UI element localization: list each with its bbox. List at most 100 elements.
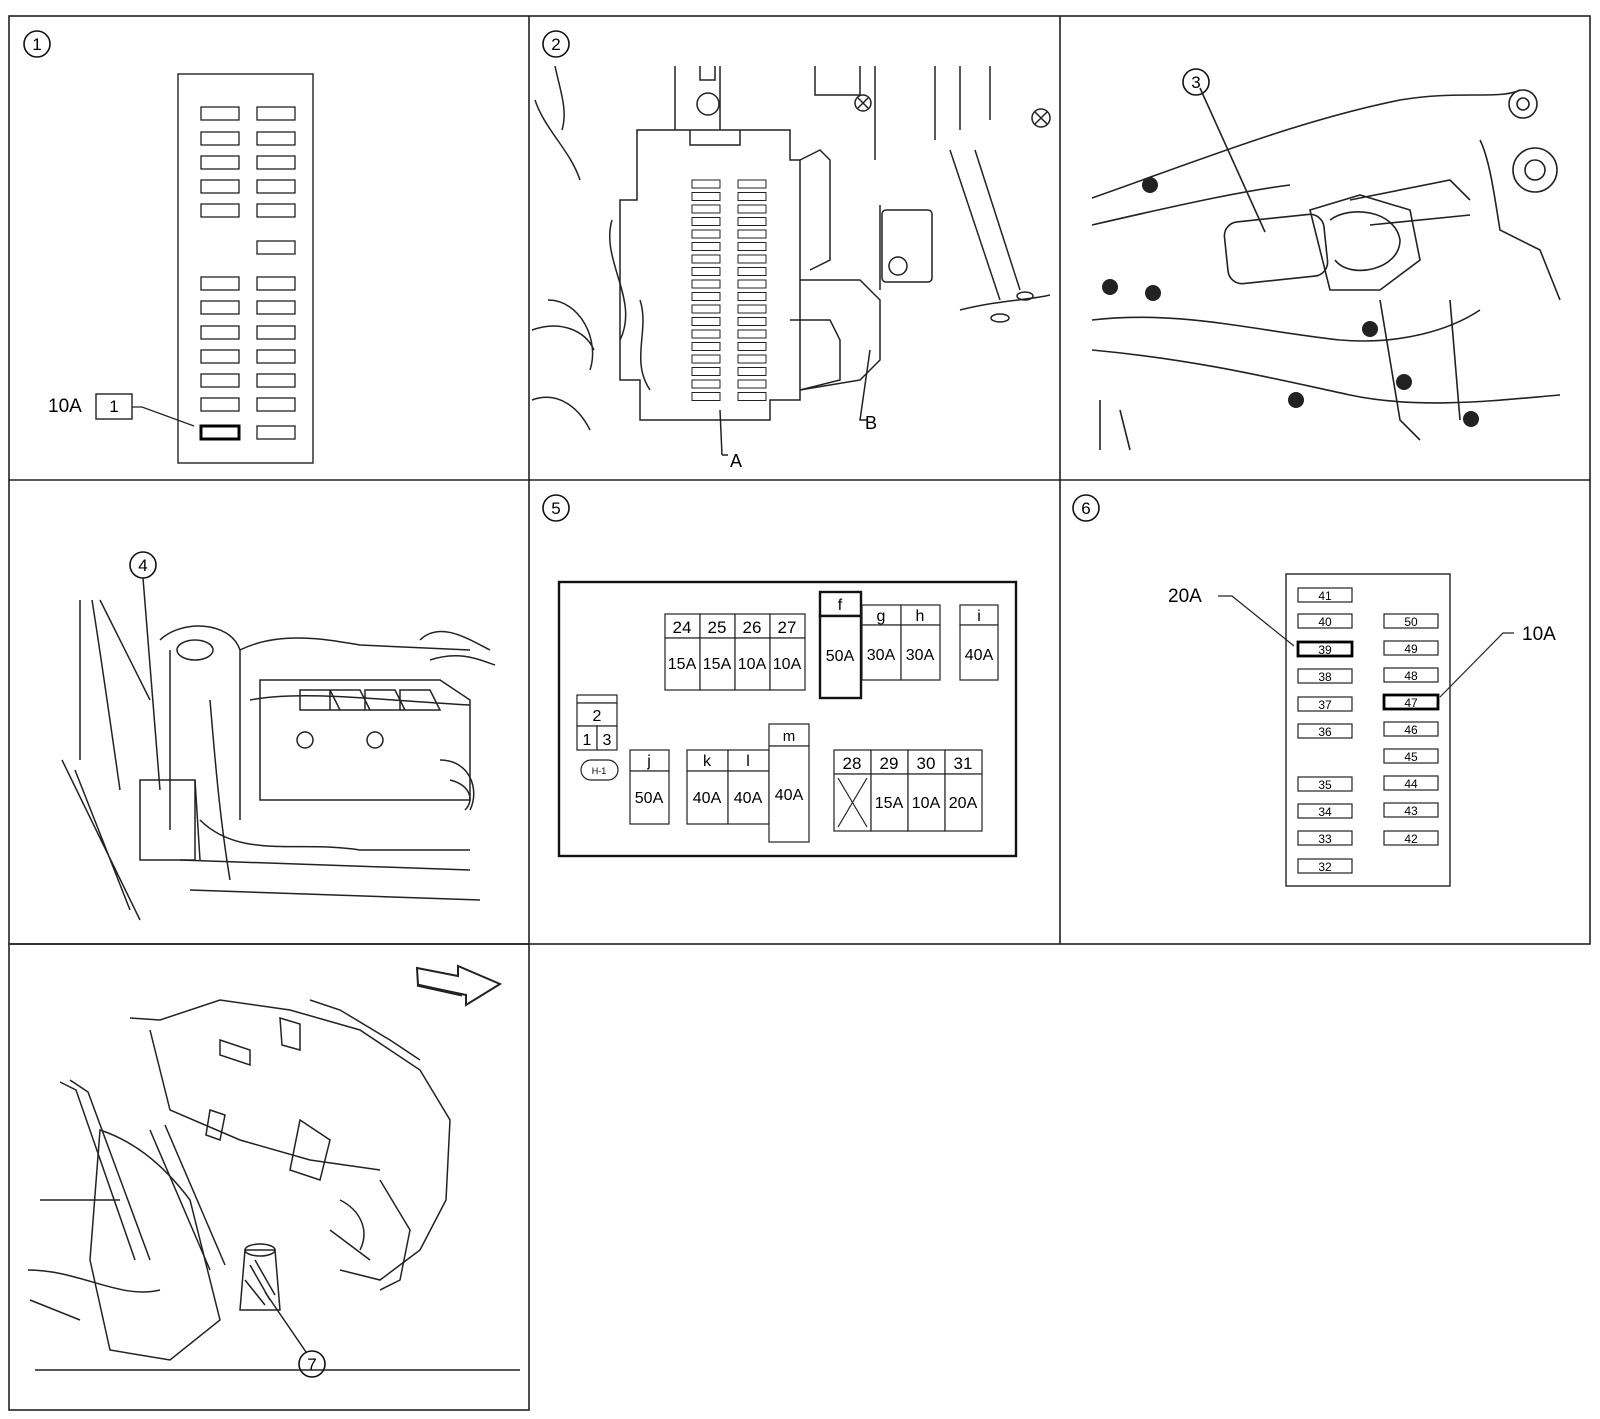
link-letter: m (783, 728, 796, 745)
fuse-slot (256, 179, 296, 194)
fusible-link-f: f 50A (818, 590, 863, 700)
fuse-slot-48 (1383, 667, 1439, 683)
panel-2-fuse-box-illustration (531, 65, 1051, 456)
fuse-number-label: 1 (109, 397, 118, 416)
fuse-rating: 20A (949, 795, 978, 812)
link-letter: k (703, 753, 712, 770)
fuse-slot (200, 179, 240, 194)
panel-number: 4 (138, 556, 147, 575)
fuse-slot (256, 325, 296, 340)
callout-right-rating: 10A (1522, 624, 1556, 645)
fuse-slot (691, 279, 721, 289)
fuse-slot (737, 367, 767, 376)
fuse-slot (691, 229, 721, 239)
fuse-slot (691, 217, 721, 226)
fuse-slot (737, 279, 767, 289)
fuse-slot (691, 379, 721, 389)
fuse-number: 27 (778, 618, 797, 637)
fusible-link-m: m 40A (768, 723, 810, 843)
fuse-slot-47 (1382, 693, 1440, 711)
fuse-slot-42 (1383, 830, 1439, 846)
fuse-number: 45 (1404, 750, 1418, 764)
fuse-slot (737, 267, 767, 276)
fuse-slot (691, 304, 721, 314)
fuse-slot-32 (1297, 858, 1353, 874)
fuse-number: 29 (880, 754, 899, 773)
fuse-slot (737, 192, 767, 201)
fuse-slot (691, 179, 721, 189)
fuse-slot (691, 192, 721, 201)
panel-frames (8, 15, 1591, 1411)
fuse-slot (737, 392, 767, 401)
fuse-slot-45 (1383, 748, 1439, 764)
fuse-number: 50 (1404, 615, 1418, 629)
fuse-slot (256, 397, 296, 412)
fuse-slot-35 (1297, 776, 1353, 792)
fuse-number: 40 (1318, 615, 1332, 629)
fuse-slot (691, 292, 721, 301)
fuse-slot (737, 229, 767, 239)
fuse-slot-44 (1383, 775, 1439, 791)
fuse-slot-49 (1383, 640, 1439, 656)
fuse-rating: 15A (703, 656, 732, 673)
fuse-slot (691, 317, 721, 326)
panel-number: 3 (1191, 73, 1200, 92)
fuse-slot-39 (1296, 640, 1354, 658)
link-letter: g (877, 608, 886, 625)
highlighted-fuse (199, 424, 241, 441)
fuse-number: 25 (708, 618, 727, 637)
fuse-rating: 15A (668, 656, 697, 673)
panel-badge-4: 4 (129, 551, 157, 579)
link-letter: f (838, 597, 843, 614)
fuse-rating: 15A (875, 795, 904, 812)
fuse-number: 31 (954, 754, 973, 773)
panel-number: 7 (307, 1355, 316, 1374)
fuse-slot (737, 179, 767, 189)
link-rating: 50A (635, 790, 664, 807)
fuse-number: 28 (843, 754, 862, 773)
link-rating: 30A (906, 647, 935, 664)
fuse-slot (200, 276, 240, 291)
fusible-link-k-l-text: k l 40A 40A (693, 753, 763, 807)
panel-badge-3: 3 (1182, 68, 1210, 96)
fuse-number: 24 (673, 618, 692, 637)
link-letter: l (746, 753, 750, 770)
front-arrow-icon (415, 964, 503, 1007)
fuse-slot-41 (1297, 587, 1353, 603)
fuse-slot (737, 317, 767, 326)
connector-pin: 1 (583, 732, 592, 749)
panel-4-engine-bay-illustration (61, 577, 496, 921)
link-letter: h (916, 608, 925, 625)
panel-badge-6: 6 (1072, 494, 1100, 522)
panel-number: 1 (32, 35, 41, 54)
panel-number: 5 (551, 499, 560, 518)
fuse-slot (691, 204, 721, 214)
fuse-slot (737, 254, 767, 264)
link-rating: 40A (965, 647, 994, 664)
fusible-link-g-h-text: g h 30A 30A (867, 608, 935, 664)
fuse-slot (737, 304, 767, 314)
link-rating: 40A (734, 790, 763, 807)
panel-badge-7: 7 (298, 1350, 326, 1378)
panel-badge-5: 5 (542, 494, 570, 522)
fuse-slot (200, 397, 240, 412)
fuse-number: 38 (1318, 670, 1332, 684)
link-letter: i (977, 608, 981, 625)
fuse-number: 35 (1318, 778, 1332, 792)
fuse-slot (737, 342, 767, 351)
label-b: B (865, 413, 877, 433)
fuse-slots (200, 106, 296, 440)
fuse-group-24-27 (664, 613, 806, 691)
fuse-slot (200, 300, 240, 315)
fuse-slot (200, 373, 240, 388)
fuse-rating: 10A (912, 795, 941, 812)
fusible-link-g-h (861, 604, 941, 681)
panel-badge-2: 2 (542, 30, 570, 58)
fuse-slot (737, 379, 767, 389)
fuse-group-28-31 (833, 749, 983, 832)
empty-slot-cross (837, 777, 868, 828)
fuse-number: 34 (1318, 805, 1332, 819)
fuse-number: 46 (1404, 723, 1418, 737)
panel-badge-1: 1 (23, 30, 51, 58)
